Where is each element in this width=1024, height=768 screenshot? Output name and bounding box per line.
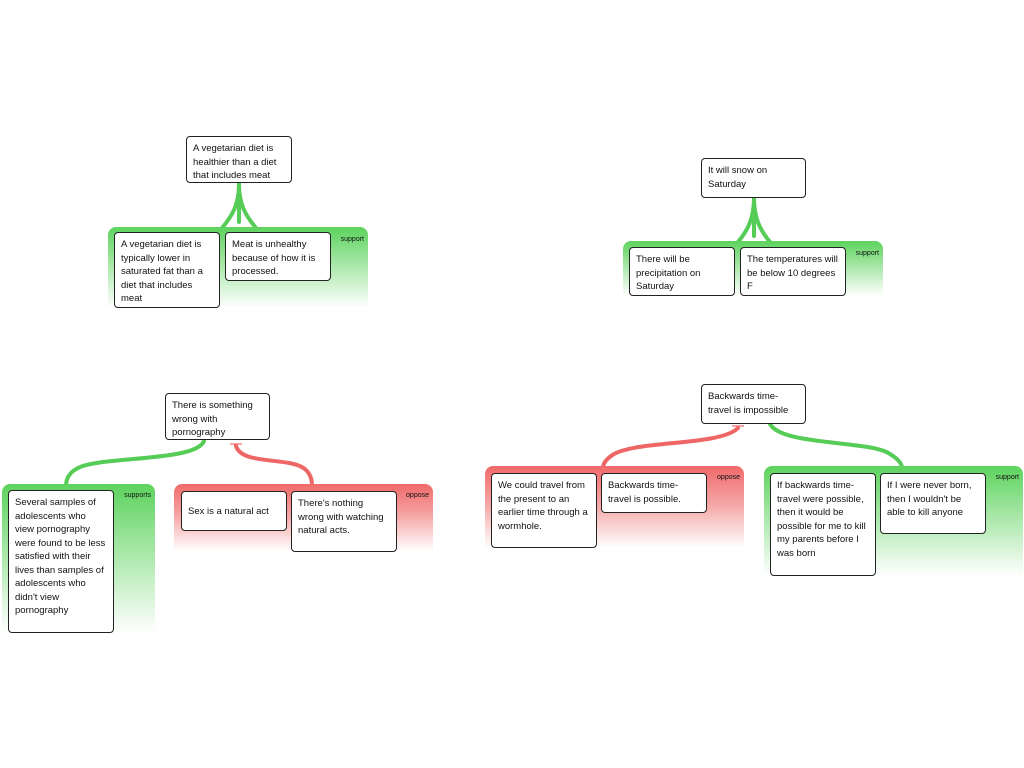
claim-box[interactable]: There is something wrong with pornograph… [165, 393, 270, 440]
group-label: oppose [717, 474, 740, 481]
oppose-link [601, 426, 740, 470]
support-link [768, 422, 904, 470]
reason-box[interactable]: A vegetarian diet is typically lower in … [114, 232, 220, 308]
group-label: support [995, 474, 1019, 481]
reason-box[interactable]: We could travel from the present to an e… [491, 473, 597, 548]
reason-box[interactable]: Sex is a natural act [181, 491, 287, 531]
group-label: oppose [406, 492, 429, 499]
group-label: support [855, 250, 879, 257]
claim-box[interactable]: Backwards time-travel is impossible [701, 384, 806, 424]
reason-box[interactable]: If I were never born, then I wouldn't be… [880, 473, 986, 534]
reason-box[interactable]: There's nothing wrong with watching natu… [291, 491, 397, 552]
reason-box[interactable]: The temperatures will be below 10 degree… [740, 247, 846, 296]
group-label: supports [124, 492, 151, 499]
claim-box[interactable]: A vegetarian diet is healthier than a di… [186, 136, 292, 183]
group-label: support [340, 236, 364, 243]
oppose-link [234, 444, 314, 487]
reason-box[interactable]: Meat is unhealthy because of how it is p… [225, 232, 331, 281]
reason-box[interactable]: There will be precipitation on Saturday [629, 247, 735, 296]
claim-box[interactable]: It will snow on Saturday [701, 158, 806, 198]
reason-box[interactable]: Backwards time-travel is possible. [601, 473, 707, 513]
reason-box[interactable]: If backwards time-travel were possible, … [770, 473, 876, 576]
reason-box[interactable]: Several samples of adolescents who view … [8, 490, 114, 633]
support-link [64, 439, 206, 488]
